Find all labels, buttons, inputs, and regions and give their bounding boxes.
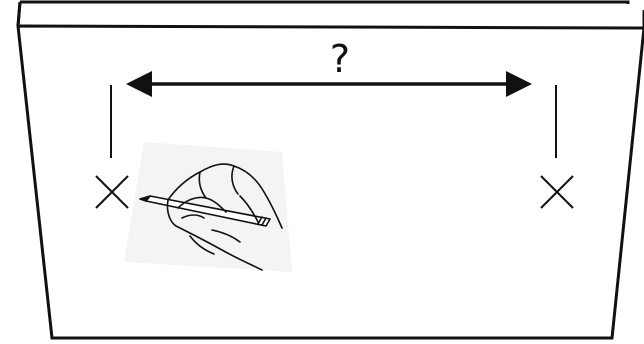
hand-with-pencil-icon [124, 142, 292, 272]
left-x-mark-icon [95, 175, 129, 209]
right-x-mark-icon [540, 175, 574, 209]
double-headed-arrow-icon [126, 71, 532, 97]
panel-back-edge [16, 0, 630, 27]
panel-rim [16, 1, 644, 28]
distance-question-label: ? [329, 37, 351, 81]
